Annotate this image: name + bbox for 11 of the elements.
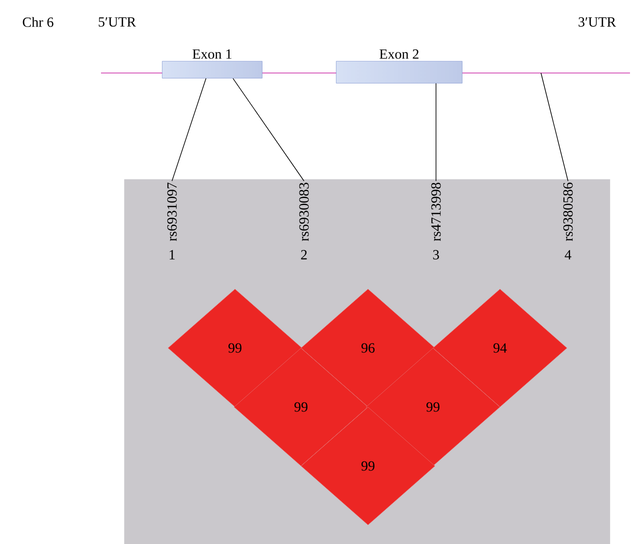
snp-label: rs6931097 1	[167, 182, 177, 260]
node-label: Exon 1	[192, 49, 232, 59]
exon-box: Exon 1	[162, 49, 262, 78]
utr-label: 5′UTR	[98, 17, 136, 27]
exon-box: Exon 2	[336, 49, 462, 84]
snp-label: rs4713998 3	[431, 182, 441, 260]
node-label: Exon 2	[380, 49, 418, 59]
chromosome-label: Chr 6	[22, 17, 54, 27]
snp-label: rs6930083 2	[299, 182, 309, 260]
utr-label: 3′UTR	[578, 17, 616, 27]
snp-label: rs9380586 4	[563, 182, 573, 260]
